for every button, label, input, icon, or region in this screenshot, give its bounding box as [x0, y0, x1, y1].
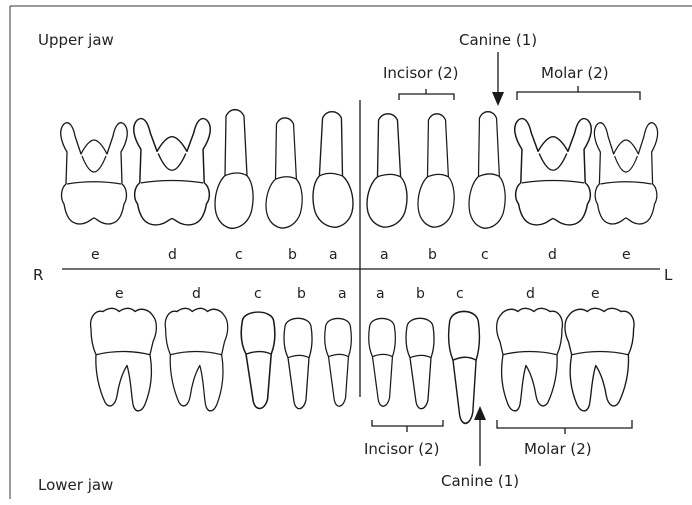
lower-letter: c	[254, 286, 262, 302]
upper-letter: e	[622, 247, 631, 263]
upper-letter: e	[91, 247, 100, 263]
lower-tooth-left-c	[449, 311, 480, 423]
upper-tooth-right-d	[134, 119, 211, 225]
lower-molar-label: Molar (2)	[524, 440, 592, 458]
upper-molar-bracket	[517, 86, 640, 100]
lower-tooth-letters: e d c b a a b c d e	[115, 286, 600, 302]
upper-letter: c	[481, 247, 489, 263]
lower-molar-bracket	[497, 420, 632, 434]
lower-letter: c	[456, 286, 464, 302]
lower-letter: e	[591, 286, 600, 302]
lower-letter: b	[297, 286, 306, 302]
side-label-right: R	[33, 266, 43, 284]
lower-tooth-right-b	[284, 318, 312, 408]
upper-tooth-right-c	[215, 110, 253, 229]
lower-letter: d	[192, 286, 201, 302]
lower-letter: a	[376, 286, 385, 302]
upper-tooth-letters: e d c b a a b c d e	[91, 247, 631, 263]
upper-letter: d	[548, 247, 557, 263]
upper-letter: c	[235, 247, 243, 263]
upper-letter: b	[288, 247, 297, 263]
lower-incisor-bracket	[372, 420, 443, 432]
lower-letter: e	[115, 286, 124, 302]
lower-tooth-left-b	[406, 318, 434, 408]
upper-tooth-right-e	[61, 123, 128, 224]
lower-canine-label: Canine (1)	[441, 472, 519, 490]
upper-letter: a	[329, 247, 338, 263]
upper-tooth-right-a	[313, 112, 353, 228]
upper-canine-label: Canine (1)	[459, 31, 537, 49]
upper-tooth-left-e	[594, 123, 657, 224]
upper-letter: d	[168, 247, 177, 263]
upper-tooth-left-d	[515, 119, 592, 225]
upper-tooth-left-a	[367, 114, 407, 227]
upper-molar-label: Molar (2)	[541, 64, 609, 82]
lower-tooth-right-a	[325, 318, 352, 406]
lower-tooth-right-c	[241, 312, 275, 408]
upper-incisor-bracket	[399, 89, 454, 100]
upper-tooth-right-b	[266, 118, 302, 228]
side-label-left: L	[664, 266, 673, 284]
lower-tooth-left-e	[565, 308, 634, 411]
lower-tooth-left-d	[497, 308, 563, 411]
lower-tooth-left-a	[369, 318, 396, 406]
upper-tooth-left-c	[469, 112, 505, 229]
upper-incisor-label: Incisor (2)	[383, 64, 459, 82]
lower-letter: a	[338, 286, 347, 302]
lower-tooth-right-e	[91, 308, 157, 411]
upper-letter: a	[380, 247, 389, 263]
upper-jaw-label: Upper jaw	[38, 31, 114, 49]
lower-incisor-label: Incisor (2)	[364, 440, 440, 458]
upper-tooth-left-b	[418, 114, 454, 227]
upper-canine-arrow-head	[492, 92, 504, 106]
lower-tooth-right-d	[165, 308, 227, 411]
lower-jaw-label: Lower jaw	[38, 476, 113, 494]
upper-letter: b	[428, 247, 437, 263]
lower-letter: d	[526, 286, 535, 302]
lower-letter: b	[416, 286, 425, 302]
